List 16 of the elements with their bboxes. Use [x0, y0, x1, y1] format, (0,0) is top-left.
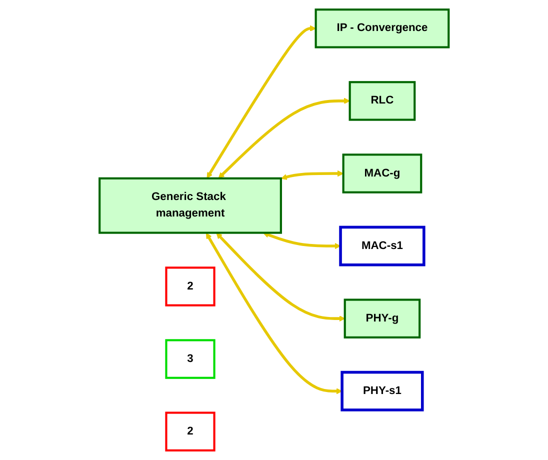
node-box: 3	[165, 339, 216, 379]
node-box: PHY-s1	[340, 370, 424, 412]
arrow	[206, 25, 316, 178]
arrow	[262, 232, 341, 250]
node-box: MAC-g	[342, 154, 422, 194]
node-box: 2	[165, 412, 216, 452]
node-box: 2	[165, 266, 216, 306]
arrow	[216, 232, 346, 322]
node-box: IP - Convergence	[314, 8, 450, 48]
node-box: RLC	[348, 81, 416, 121]
arrow	[206, 232, 342, 394]
node-box: MAC-s1	[339, 226, 426, 266]
arrow	[280, 170, 344, 180]
node-box: Generic Stack management	[98, 177, 282, 234]
arrow	[218, 98, 350, 178]
node-box: PHY-g	[344, 298, 421, 338]
